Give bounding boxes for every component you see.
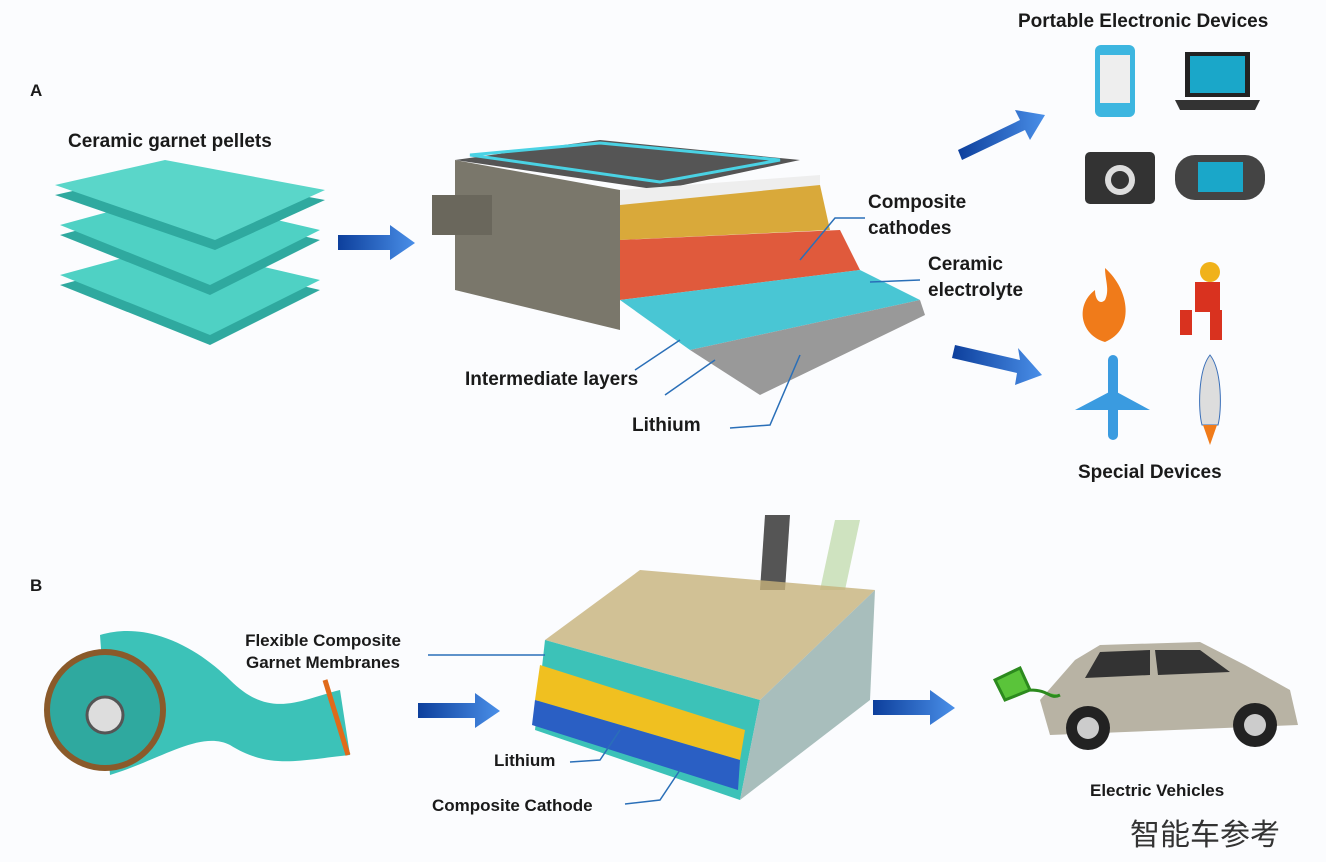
lithium-label-b: Lithium: [494, 751, 556, 770]
portable-devices-heading: Portable Electronic Devices: [1018, 11, 1269, 32]
pouch-cell: [532, 515, 875, 800]
membranes-label: Flexible Composite Garnet Membranes: [245, 631, 401, 672]
special-devices-heading: Special Devices: [1078, 462, 1222, 483]
camera-icon: [1085, 152, 1155, 204]
arrow-icon: [952, 345, 1042, 385]
panel-label-a: A: [30, 81, 43, 100]
composite-cathodes-label: Composite cathodes: [868, 192, 967, 239]
solid-state-cell: [432, 140, 925, 395]
game-console-icon: [1175, 155, 1265, 200]
electric-car-icon: [992, 642, 1298, 750]
lithium-label-a: Lithium: [632, 415, 701, 436]
ceramic-electrolyte-label: Ceramic electrolyte: [928, 254, 1024, 301]
fire-icon: [1082, 268, 1126, 342]
composite-cathode-label: Composite Cathode: [432, 796, 593, 815]
firefighter-icon: [1180, 262, 1222, 340]
arrow-icon: [958, 110, 1045, 160]
arrow-icon: [418, 693, 500, 728]
panel-label-b: B: [30, 576, 43, 595]
airplane-icon: [1075, 355, 1150, 440]
arrow-icon: [338, 225, 415, 260]
phone-icon: [1095, 45, 1135, 117]
watermark: 智能车参考: [1130, 818, 1280, 853]
rocket-icon: [1199, 354, 1221, 445]
garnet-pellets: [55, 160, 325, 345]
electric-vehicles-label: Electric Vehicles: [1090, 781, 1225, 800]
pellets-label: Ceramic garnet pellets: [68, 131, 272, 152]
callout-lines: [634, 217, 921, 429]
callout-lines: [428, 654, 681, 805]
arrow-icon: [873, 690, 955, 725]
intermediate-layers-label: Intermediate layers: [465, 369, 639, 390]
membrane-roll: [44, 631, 351, 775]
laptop-icon: [1175, 52, 1260, 110]
